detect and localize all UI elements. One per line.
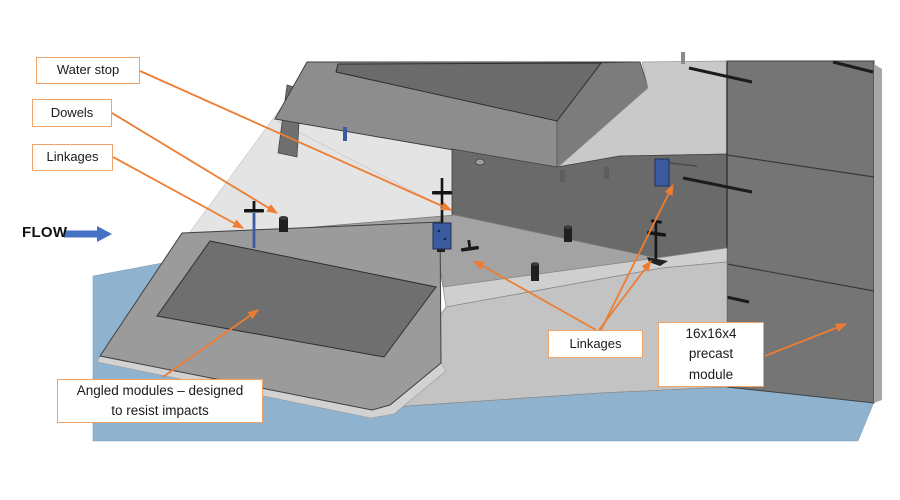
wall-right-edge-strip: [874, 64, 882, 403]
arrow-linkages-bottom-3: [600, 184, 674, 331]
arrow-linkages-left: [112, 156, 244, 229]
flow-arrow-icon: [64, 226, 112, 242]
roof-inset-panel: [335, 62, 603, 122]
roof-hole-detail: [475, 158, 485, 166]
wall-dowel-rod-3: [682, 176, 753, 194]
deck-dowel-1: [279, 216, 288, 232]
module-joint-line-lower: [726, 263, 875, 292]
arrow-water-stop: [139, 70, 453, 211]
hanging-blue-dowel: [343, 127, 347, 141]
water-stop-plate-wall: [654, 158, 670, 187]
module-joint-line-upper: [726, 154, 875, 178]
arrow-angled-modules: [162, 309, 259, 378]
arrow-dowels: [111, 112, 278, 214]
wall-dowel-rod-1: [688, 66, 753, 84]
label-linkages-left: Linkages: [32, 144, 113, 171]
annotation-arrows: [111, 70, 848, 378]
angled-module-panel: [156, 240, 437, 358]
label-angled-modules: Angled modules – designed to resist impa…: [57, 379, 263, 423]
linkage-assembly-left: [244, 201, 264, 248]
arrow-linkages-bottom-1: [473, 260, 597, 331]
flow-label: FLOW: [22, 224, 68, 241]
linkage-assembly-center: [432, 178, 452, 252]
wall-thin-rod: [668, 162, 698, 167]
label-dowels: Dowels: [32, 99, 112, 127]
hanging-peg-2: [604, 167, 609, 179]
water-stop-plate-center: [432, 222, 452, 250]
top-peg: [681, 52, 685, 64]
hanging-peg-1: [560, 170, 565, 182]
linkage-cross-deck: [460, 239, 479, 252]
deck-dowel-2: [564, 225, 572, 242]
arrow-precast-module: [764, 323, 848, 357]
label-water-stop: Water stop: [36, 57, 140, 84]
deck-dowel-3: [531, 262, 539, 281]
label-precast-module: 16x16x4 precast module: [658, 322, 764, 387]
label-linkages-bottom: Linkages: [548, 330, 643, 358]
wall-dowel-rod-2: [832, 60, 874, 74]
